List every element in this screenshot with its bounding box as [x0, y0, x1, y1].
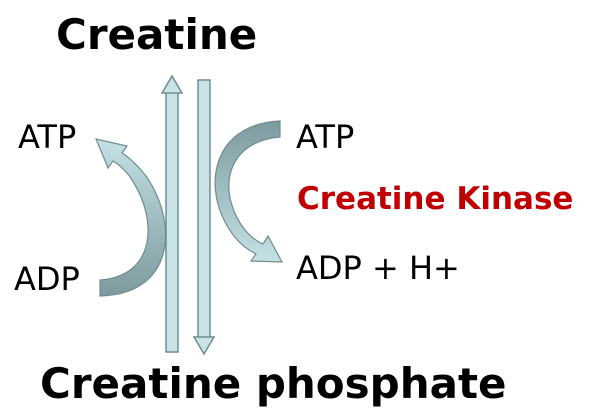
creatine-kinase-label: Creatine Kinase [297, 181, 574, 217]
up-arrow [160, 74, 184, 353]
creatine-label: Creatine [56, 10, 258, 59]
atp-right-label: ATP [296, 118, 355, 156]
left-curved-arrow [95, 138, 167, 297]
right-curved-arrow [214, 120, 284, 263]
atp-left-label: ATP [18, 118, 77, 156]
adp-left-label: ADP [14, 260, 80, 298]
down-arrow [192, 79, 216, 356]
creatine-phosphate-label: Creatine phosphate [40, 359, 507, 408]
adp-h-right-label: ADP + H+ [296, 249, 460, 287]
